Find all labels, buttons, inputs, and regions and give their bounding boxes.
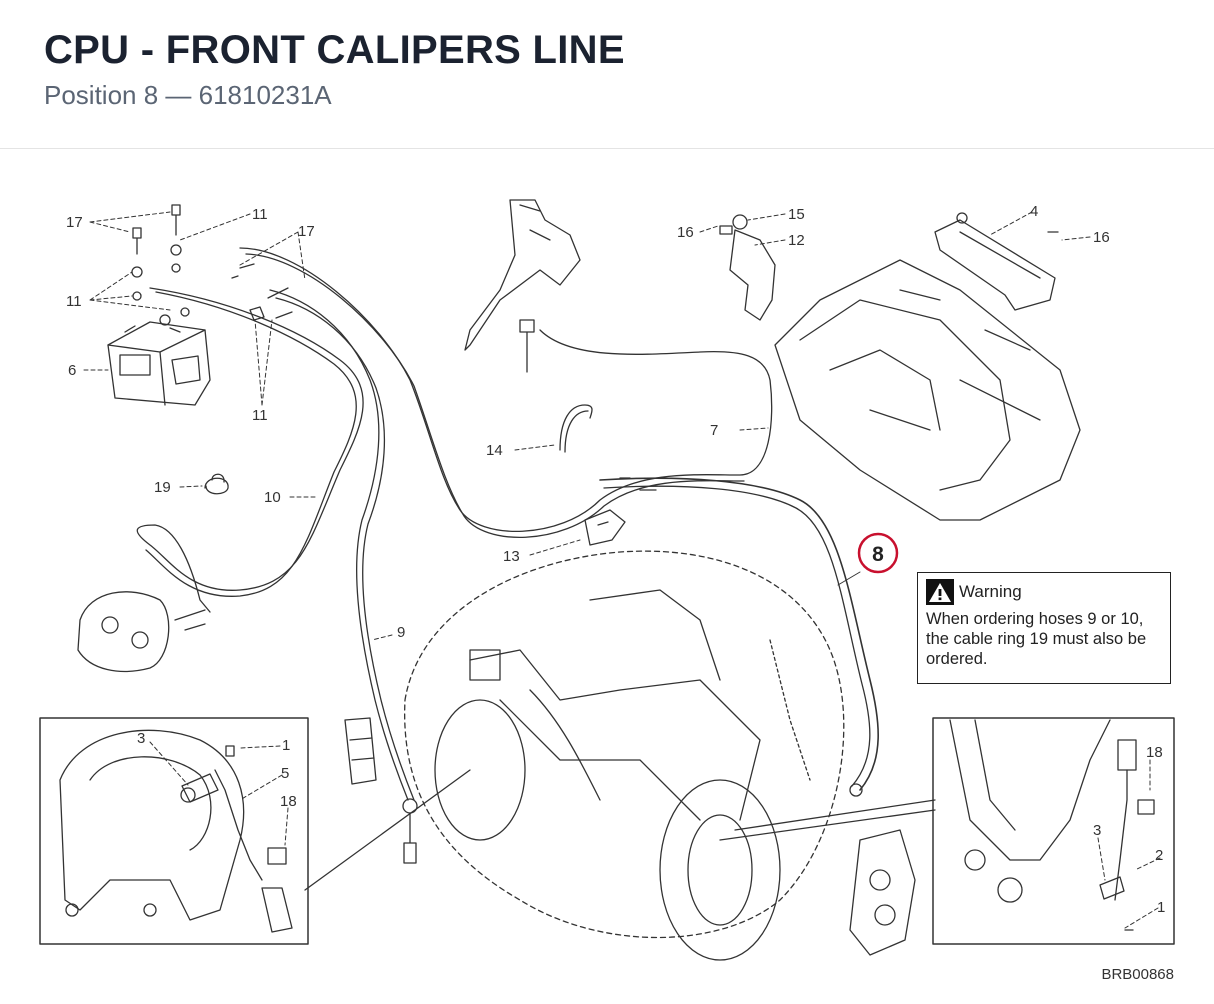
- hose-9: [269, 289, 418, 864]
- sensor-wire-14: [559, 404, 593, 453]
- drawing-code: BRB00868: [1101, 966, 1174, 983]
- callout-13: 13: [503, 548, 520, 565]
- callout-11-c: 11: [252, 407, 268, 424]
- brake-lever: [464, 199, 581, 351]
- callout-12: 12: [788, 232, 805, 249]
- exploded-parts-diagram: 17 11 17 11 6 11 16 15 12 4 16 7 14 19 1…: [39, 199, 1175, 961]
- bracket-12: [719, 214, 776, 321]
- callout-1-b: 1: [1157, 899, 1165, 916]
- warning-title: Warning: [959, 582, 1022, 601]
- clip-13: [584, 509, 626, 546]
- left-caliper: [77, 591, 206, 673]
- hose-8: [599, 477, 879, 797]
- warning-text: When ordering hoses 9 or 10, the cable r…: [926, 610, 1147, 668]
- callout-16-a: 16: [677, 224, 694, 241]
- callout-11-b: 11: [66, 293, 82, 310]
- callout-17-b: 17: [298, 223, 315, 240]
- callout-19: 19: [154, 479, 171, 496]
- callout-leaders: [83, 211, 1161, 929]
- detail-box-right: [932, 717, 1175, 945]
- callout-9: 9: [397, 624, 405, 641]
- page-header: CPU - FRONT CALIPERS LINE Position 8 — 6…: [0, 0, 1214, 149]
- callout-6: 6: [68, 362, 76, 379]
- page-subtitle: Position 8 — 61810231A: [44, 80, 332, 110]
- cable-ring-19: [204, 473, 229, 495]
- position-8-marker[interactable]: 8: [857, 532, 899, 574]
- warning-icon: [926, 579, 954, 605]
- callout-1-a: 1: [282, 737, 290, 754]
- callout-16-b: 16: [1093, 229, 1110, 246]
- motorcycle-outline: [404, 550, 845, 961]
- detail-box-left: [39, 717, 309, 945]
- callout-17-a: 17: [66, 214, 83, 231]
- right-caliper: [769, 639, 916, 956]
- page-title: CPU - FRONT CALIPERS LINE: [44, 28, 625, 72]
- callout-15: 15: [788, 206, 805, 223]
- lower-master-cylinder: [344, 717, 377, 785]
- hose-10: [136, 287, 364, 613]
- abs-fittings: [131, 204, 293, 326]
- callout-3-b: 3: [1093, 822, 1101, 839]
- callout-18-b: 18: [1146, 744, 1163, 761]
- callout-3-a: 3: [137, 730, 145, 747]
- callout-4: 4: [1030, 203, 1038, 220]
- hose-7: [239, 247, 773, 538]
- callout-10: 10: [264, 489, 281, 506]
- abs-control-unit: [107, 321, 211, 406]
- callout-5: 5: [281, 765, 289, 782]
- callout-8: 8: [872, 543, 884, 566]
- callout-18-a: 18: [280, 793, 297, 810]
- warning-box: Warning When ordering hoses 9 or 10, the…: [917, 572, 1171, 684]
- battery-box: [774, 259, 1081, 521]
- callout-14: 14: [486, 442, 503, 459]
- callout-2: 2: [1155, 847, 1163, 864]
- callout-11-a: 11: [252, 206, 268, 223]
- callout-7: 7: [710, 422, 718, 439]
- bracket-4: [934, 212, 1059, 311]
